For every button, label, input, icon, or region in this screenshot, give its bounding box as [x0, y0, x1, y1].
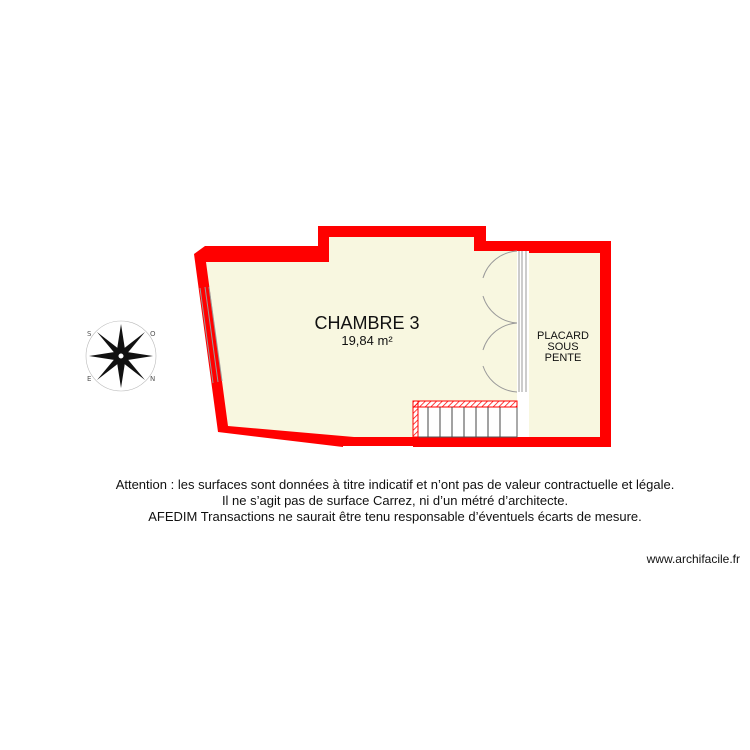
closet-label-line: PENTE: [544, 352, 582, 364]
closet-label-line: SOUS: [547, 341, 579, 353]
website-credit: www.archifacile.fr: [646, 552, 740, 566]
room-name: CHAMBRE 3: [314, 313, 420, 333]
compass-rose-icon: S O N E: [85, 320, 157, 392]
disclaimer-line: Attention : les surfaces sont données à …: [115, 477, 675, 492]
closet-door-swings: [482, 250, 518, 393]
stair-hatch-side: [412, 400, 419, 438]
disclaimer: Attention : les surfaces sont données à …: [40, 477, 750, 525]
disclaimer-line: AFEDIM Transactions ne saurait être tenu…: [148, 509, 642, 524]
closet-partition: [517, 251, 529, 437]
closet-label: PLACARD SOUS PENTE: [530, 331, 596, 364]
bedroom-floor: [206, 237, 517, 437]
compass-letter-n: N: [150, 375, 155, 383]
compass-letter-e: E: [87, 375, 91, 383]
closet-floor: [529, 253, 600, 437]
staircase: [412, 400, 518, 438]
disclaimer-line: Il ne s’agit pas de surface Carrez, ni d…: [221, 493, 569, 508]
closet-label-line: PLACARD: [537, 330, 589, 342]
left-window: [199, 286, 223, 384]
stair-hatch: [412, 400, 518, 408]
compass-letter-o: O: [150, 330, 156, 338]
compass-letter-s: S: [87, 330, 92, 338]
room-area: 19,84 m²: [341, 333, 393, 348]
